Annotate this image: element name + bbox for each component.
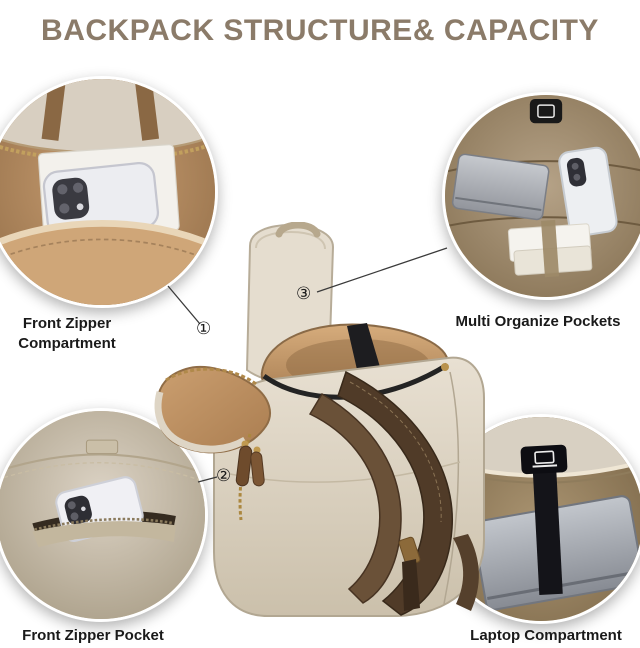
multi-organize-pockets-photo xyxy=(445,95,640,297)
interior-strap xyxy=(347,323,380,374)
center-product-photo xyxy=(150,222,490,622)
backpack-photo xyxy=(154,222,485,617)
photo-front-zipper-pocket xyxy=(0,408,208,622)
label-laptop-compartment: Laptop Compartment xyxy=(470,627,622,644)
top-handle xyxy=(275,222,321,238)
page-title: BACKPACK STRUCTURE& CAPACITY xyxy=(41,14,599,47)
front-zipper-pocket-photo xyxy=(0,411,205,619)
photo-multi-organize-pockets xyxy=(442,92,640,300)
marker-1: ① xyxy=(196,319,212,339)
front-zipper-compartment-photo xyxy=(0,79,215,305)
marker-2: ② xyxy=(216,466,232,486)
zipper-pulls xyxy=(235,433,265,521)
open-front-flap xyxy=(154,365,271,454)
shoulder-straps xyxy=(308,370,479,616)
label-front-zipper-compartment: Front Zipper Compartment xyxy=(18,315,116,352)
label-front-zipper-pocket: Front Zipper Pocket xyxy=(22,627,164,644)
photo-front-zipper-compartment xyxy=(0,76,218,308)
zipper-slider xyxy=(441,363,449,371)
label-multi-organize-pockets: Multi Organize Pockets xyxy=(455,313,621,330)
marker-3: ③ xyxy=(296,284,312,304)
